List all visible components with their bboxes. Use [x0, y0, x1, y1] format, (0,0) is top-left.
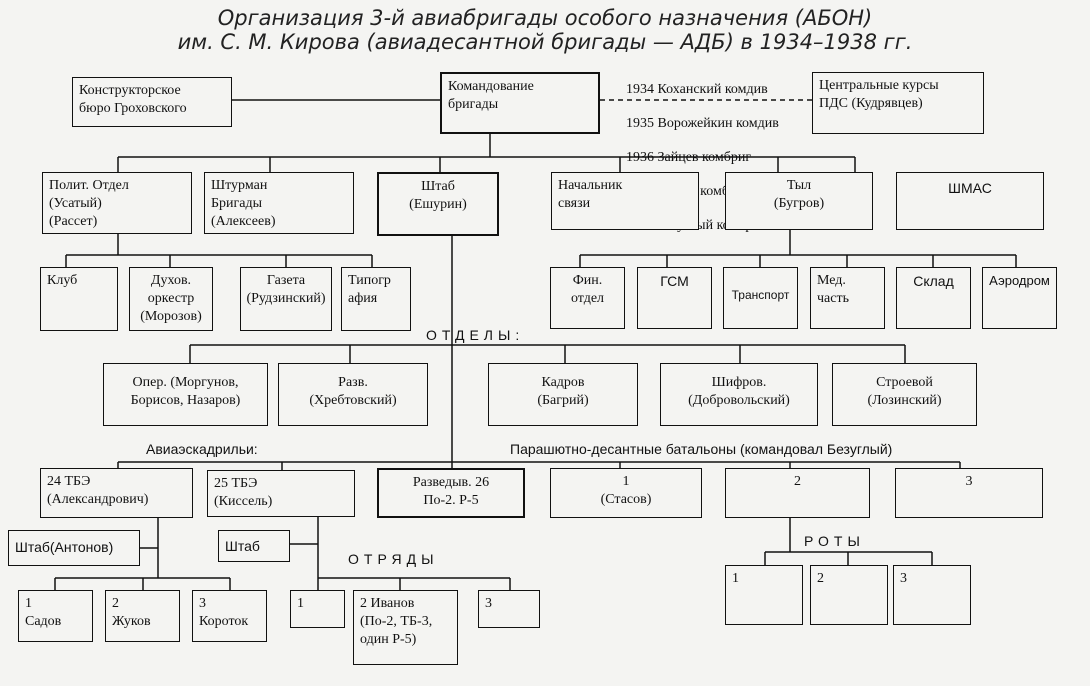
tbe-25-box: 25 ТБЭ (Киссель): [207, 470, 355, 517]
tipografia-box: Типогр афия: [341, 267, 411, 331]
polit-otdel-box: Полит. Отдел (Усатый) (Рассет): [42, 172, 192, 234]
gazeta-box: Газета (Рудзинский): [240, 267, 332, 331]
otdely-label: ОТДЕЛЫ:: [426, 327, 525, 343]
oper-otdel-box: Опер. (Моргунов, Борисов, Назаров): [103, 363, 268, 426]
unit-zhukov-box: 2 Жуков: [105, 590, 180, 642]
sklad-box: Склад: [896, 267, 971, 329]
stroevoy-otdel-box: Строевой (Лозинский): [832, 363, 977, 426]
club-box: Клуб: [40, 267, 118, 331]
tbe-24-box: 24 ТБЭ (Александрович): [40, 468, 193, 518]
rota-1-box: 1: [725, 565, 803, 625]
rota-3-box: 3: [893, 565, 971, 625]
shtab-box: Штаб (Ешурин): [377, 172, 499, 236]
med-chast-box: Мед. часть: [810, 267, 885, 329]
battalions-label: Парашютно-десантные батальоны (командова…: [510, 441, 893, 457]
commander-1934: 1934 Коханский комдив: [626, 82, 768, 97]
title-line-1: Организация 3-й авиабригады особого назн…: [217, 6, 873, 30]
razv-otdel-box: Разв. (Хребтовский): [278, 363, 428, 426]
fin-otdel-box: Фин. отдел: [550, 267, 625, 329]
kb-grokhovskogo-box: Конструкторское бюро Гроховского: [72, 77, 232, 127]
shtab-antonov-box: Штаб(Антонов): [8, 530, 140, 566]
transport-box: Транспорт: [723, 267, 798, 329]
tyl-box: Тыл (Бугров): [725, 172, 873, 230]
commander-1935: 1935 Ворожейкин комдив: [626, 116, 779, 131]
shifrov-otdel-box: Шифров. (Добровольский): [660, 363, 818, 426]
battalion-2-box: 2: [725, 468, 870, 518]
orchestra-box: Духов. оркестр (Морозов): [129, 267, 213, 331]
otryad-ivanov-box: 2 Иванов (По-2, ТБ-3, один Р-5): [353, 590, 458, 665]
shturman-box: Штурман Бригады (Алексеев): [204, 172, 354, 234]
svyaz-box: Начальник связи: [551, 172, 699, 230]
kadrov-otdel-box: Кадров (Багрий): [488, 363, 638, 426]
aviaeskadrili-label: Авиаэскадрильи:: [146, 441, 258, 457]
roty-label: РОТЫ: [804, 533, 865, 549]
gsm-box: ГСМ: [637, 267, 712, 329]
shtab-25-box: Штаб: [218, 530, 290, 562]
battalion-1-box: 1 (Стасов): [550, 468, 702, 518]
brigade-command-box: Командование бригады: [440, 72, 600, 134]
aerodrom-box: Аэродром: [982, 267, 1057, 329]
rota-2-box: 2: [810, 565, 888, 625]
pds-courses-box: Центральные курсы ПДС (Кудрявцев): [812, 72, 984, 134]
otryad-1-box: 1: [290, 590, 345, 628]
shmas-box: ШМАС: [896, 172, 1044, 230]
commander-1936: 1936 Зайцев комбриг: [626, 150, 752, 165]
otryad-3-box: 3: [478, 590, 540, 628]
unit-sadov-box: 1 Садов: [18, 590, 93, 642]
unit-korotok-box: 3 Короток: [192, 590, 267, 642]
razved-26-box: Разведыв. 26 По-2. Р-5: [377, 468, 525, 518]
title-line-2: им. С. М. Кирова (авиадесантной бригады …: [177, 30, 913, 54]
otryady-label: ОТРЯДЫ: [348, 551, 439, 567]
battalion-3-box: 3: [895, 468, 1043, 518]
